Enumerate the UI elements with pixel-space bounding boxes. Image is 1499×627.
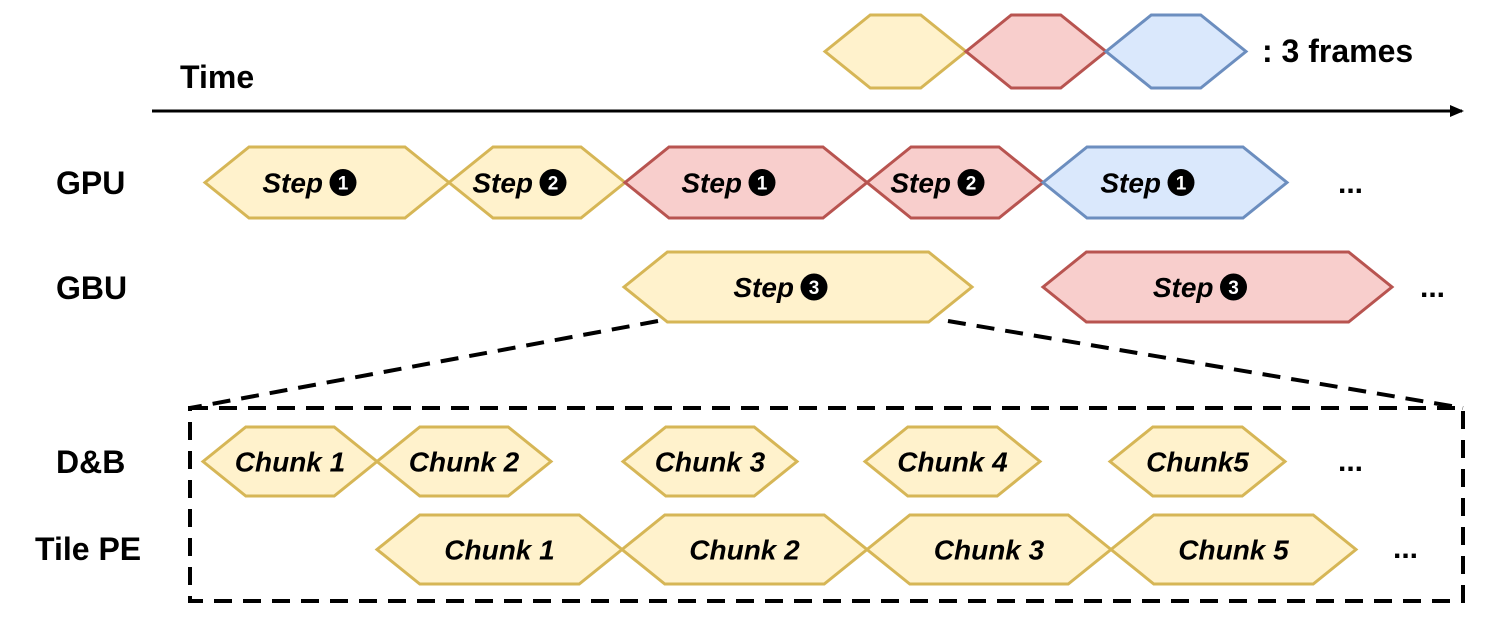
- gpu-step-number-badge: [957, 169, 985, 196]
- db-chunk-3: Chunk 3: [620, 425, 800, 498]
- legend-hex-yellow: [822, 13, 969, 90]
- gpu-step-number-badge: [1167, 169, 1195, 196]
- db-chunk-hexagon: [620, 425, 800, 498]
- gpu-step-label: Step: [1100, 168, 1161, 199]
- db-chunk-label: Chunk5: [1146, 447, 1249, 478]
- gpu-step-number: 1: [757, 174, 768, 195]
- tile-pe-chunk-1: Chunk 1: [374, 513, 625, 586]
- gbu-step-number-badge: [1220, 273, 1247, 301]
- tile-pe-row: Chunk 1 Chunk 2 Chunk 3 Chunk 5: [374, 513, 1359, 586]
- gbu-row: Step 3 Step 3: [621, 250, 1395, 324]
- gpu-step-label: Step: [262, 168, 323, 199]
- time-label: Time: [180, 59, 254, 95]
- row-label-gbu: GBU: [56, 270, 127, 306]
- db-chunk-hexagon: [862, 425, 1043, 498]
- gbu-step-1: Step 3: [621, 250, 975, 324]
- gbu-step-label: Step: [1153, 272, 1214, 303]
- legend-hex-red: [963, 13, 1109, 90]
- gpu-step-1: Step 1: [202, 145, 452, 220]
- tile-pe-chunk-label: Chunk 2: [689, 535, 800, 566]
- gpu-step-label: Step: [472, 168, 533, 199]
- gpu-step-hexagon: [1040, 145, 1290, 220]
- legend-hex-yellow-shape: [822, 13, 969, 90]
- gbu-ellipsis: ...: [1420, 271, 1445, 304]
- tile-pe-chunk-label: Chunk 1: [444, 535, 554, 566]
- gpu-step-4: Step 2: [864, 145, 1046, 220]
- tile-pe-chunk-4: Chunk 5: [1108, 513, 1359, 586]
- gpu-step-number-badge: [539, 169, 567, 196]
- gbu-step-hexagon: [1040, 250, 1395, 324]
- legend-hex-blue-shape: [1103, 13, 1249, 90]
- gpu-ellipsis: ...: [1338, 167, 1363, 200]
- gbu-step-label: Step: [733, 272, 794, 303]
- gpu-step-2: Step 2: [446, 145, 628, 220]
- gpu-step-number: 2: [966, 174, 977, 195]
- gpu-step-label: Step: [681, 168, 742, 199]
- legend: : 3 frames: [822, 13, 1413, 90]
- gpu-step-label: Step: [890, 168, 951, 199]
- gpu-step-3: Step 1: [622, 145, 870, 220]
- db-chunk-label: Chunk 1: [235, 447, 345, 478]
- gpu-step-number-badge: [329, 169, 357, 196]
- gpu-step-number: 1: [1176, 174, 1187, 195]
- db-row: Chunk 1 Chunk 2 Chunk 3 Chunk 4 Chunk5: [200, 425, 1288, 498]
- gpu-step-hexagon: [622, 145, 870, 220]
- row-label-gpu: GPU: [56, 165, 125, 201]
- row-label-tile-pe: Tile PE: [35, 531, 141, 567]
- db-chunk-hexagon: [374, 425, 554, 498]
- gbu-step-number: 3: [1228, 278, 1239, 299]
- db-ellipsis: ...: [1338, 445, 1363, 478]
- db-chunk-label: Chunk 2: [409, 447, 520, 478]
- zoom-line-left: [189, 319, 659, 410]
- tile-pe-chunk-label: Chunk 5: [1178, 535, 1289, 566]
- tile-pe-chunk-3: Chunk 3: [864, 513, 1114, 586]
- db-chunk-4: Chunk 4: [862, 425, 1043, 498]
- db-chunk-2: Chunk 2: [374, 425, 554, 498]
- gpu-step-5: Step 1: [1040, 145, 1290, 220]
- row-label-db: D&B: [56, 444, 125, 480]
- db-chunk-label: Chunk 3: [655, 447, 766, 478]
- gpu-step-number-badge: [748, 169, 776, 196]
- tile-pe-chunk-label: Chunk 3: [934, 535, 1045, 566]
- gbu-step-hexagon: [621, 250, 975, 324]
- tile-pe-ellipsis: ...: [1393, 532, 1418, 565]
- tile-pe-chunk-hexagon: [1108, 513, 1359, 586]
- db-chunk-1: Chunk 1: [200, 425, 380, 498]
- db-chunk-5: Chunk5: [1107, 425, 1288, 498]
- legend-label: : 3 frames: [1262, 33, 1413, 69]
- gpu-step-number: 1: [338, 174, 349, 195]
- db-chunk-hexagon: [1107, 425, 1288, 498]
- legend-hex-red-shape: [963, 13, 1109, 90]
- gpu-row: Step 1 Step 2 Step 1 Step 2 Step 1: [202, 145, 1290, 220]
- gbu-step-2: Step 3: [1040, 250, 1395, 324]
- tile-pe-chunk-2: Chunk 2: [619, 513, 870, 586]
- gbu-step-number-badge: [800, 273, 828, 301]
- zoom-line-right: [947, 319, 1464, 410]
- legend-hex-blue: [1103, 13, 1249, 90]
- zoom-detail-box: [188, 406, 1465, 603]
- gbu-step-number: 3: [809, 278, 820, 299]
- gpu-step-hexagon: [202, 145, 452, 220]
- gpu-step-number: 2: [548, 174, 559, 195]
- db-chunk-label: Chunk 4: [897, 447, 1008, 478]
